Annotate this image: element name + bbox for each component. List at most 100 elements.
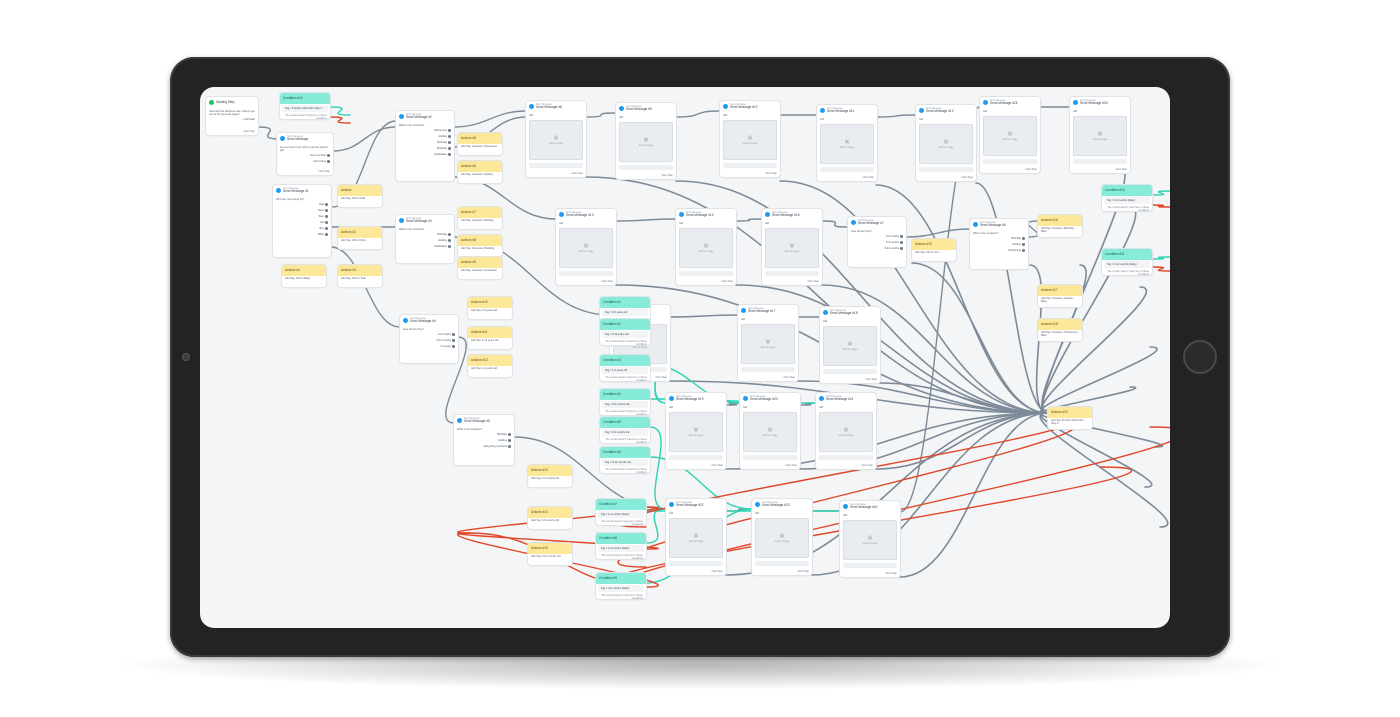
flow-connection-20: [669, 314, 739, 318]
send-message-icon: [851, 220, 856, 225]
image-placeholder[interactable]: ▣Add an image: [669, 412, 723, 453]
image-placeholder[interactable]: ▣Add an image: [919, 124, 973, 165]
image-placeholder[interactable]: ▣Add an image: [765, 228, 819, 269]
image-placeholder[interactable]: ▣Add an image: [843, 520, 897, 561]
flow-connection-14: [875, 114, 917, 118]
image-placeholder[interactable]: ▣Add an image: [823, 326, 877, 367]
starting-step-node[interactable]: Starting Step Start with the Welcome ask…: [206, 97, 258, 135]
send-message-icon: [399, 218, 404, 223]
image-icon: ▣: [943, 139, 949, 146]
message-bubble: [559, 271, 613, 277]
image-placeholder[interactable]: ▣Add an image: [743, 412, 797, 453]
image-placeholder[interactable]: ▣Add an image: [529, 120, 583, 161]
image-icon: ▣: [765, 339, 771, 346]
image-icon: ▣: [843, 427, 849, 434]
home-button[interactable]: [1183, 340, 1217, 374]
image-placeholder[interactable]: ▣Add an image: [559, 228, 613, 269]
image-placeholder[interactable]: ▣Add an image: [619, 122, 673, 163]
image-icon: ▣: [867, 535, 873, 542]
image-placeholder[interactable]: ▣Add an image: [983, 116, 1037, 157]
image-placeholder[interactable]: ▣Add an image: [669, 518, 723, 559]
flow-builder-canvas[interactable]: Starting Step Start with the Welcome ask…: [200, 87, 1170, 628]
image-placeholder[interactable]: ▣Add an image: [755, 518, 809, 559]
flow-connection-18: [905, 228, 971, 238]
image-placeholder[interactable]: ▣Add an image: [1073, 116, 1127, 157]
send-message-icon: [723, 104, 728, 109]
fallback-connection-9: [1151, 204, 1170, 208]
image-placeholder[interactable]: ▣Add an image: [741, 324, 795, 365]
send-message-icon: [457, 418, 462, 423]
fan-in-connection-22: [1040, 286, 1148, 414]
image-icon: ▣: [789, 243, 795, 250]
image-icon: ▣: [693, 533, 699, 540]
image-icon: ▣: [583, 243, 589, 250]
send-message-icon: [280, 136, 285, 141]
send-message-icon: [843, 504, 848, 509]
message-bubble: [741, 367, 795, 373]
image-placeholder[interactable]: ▣Add an image: [723, 120, 777, 161]
image-placeholder[interactable]: ▣Add an image: [679, 228, 733, 269]
send-message-icon: [1073, 100, 1078, 105]
image-placeholder[interactable]: ▣Add an image: [820, 124, 874, 165]
image-placeholder[interactable]: ▣Add an image: [819, 412, 873, 453]
